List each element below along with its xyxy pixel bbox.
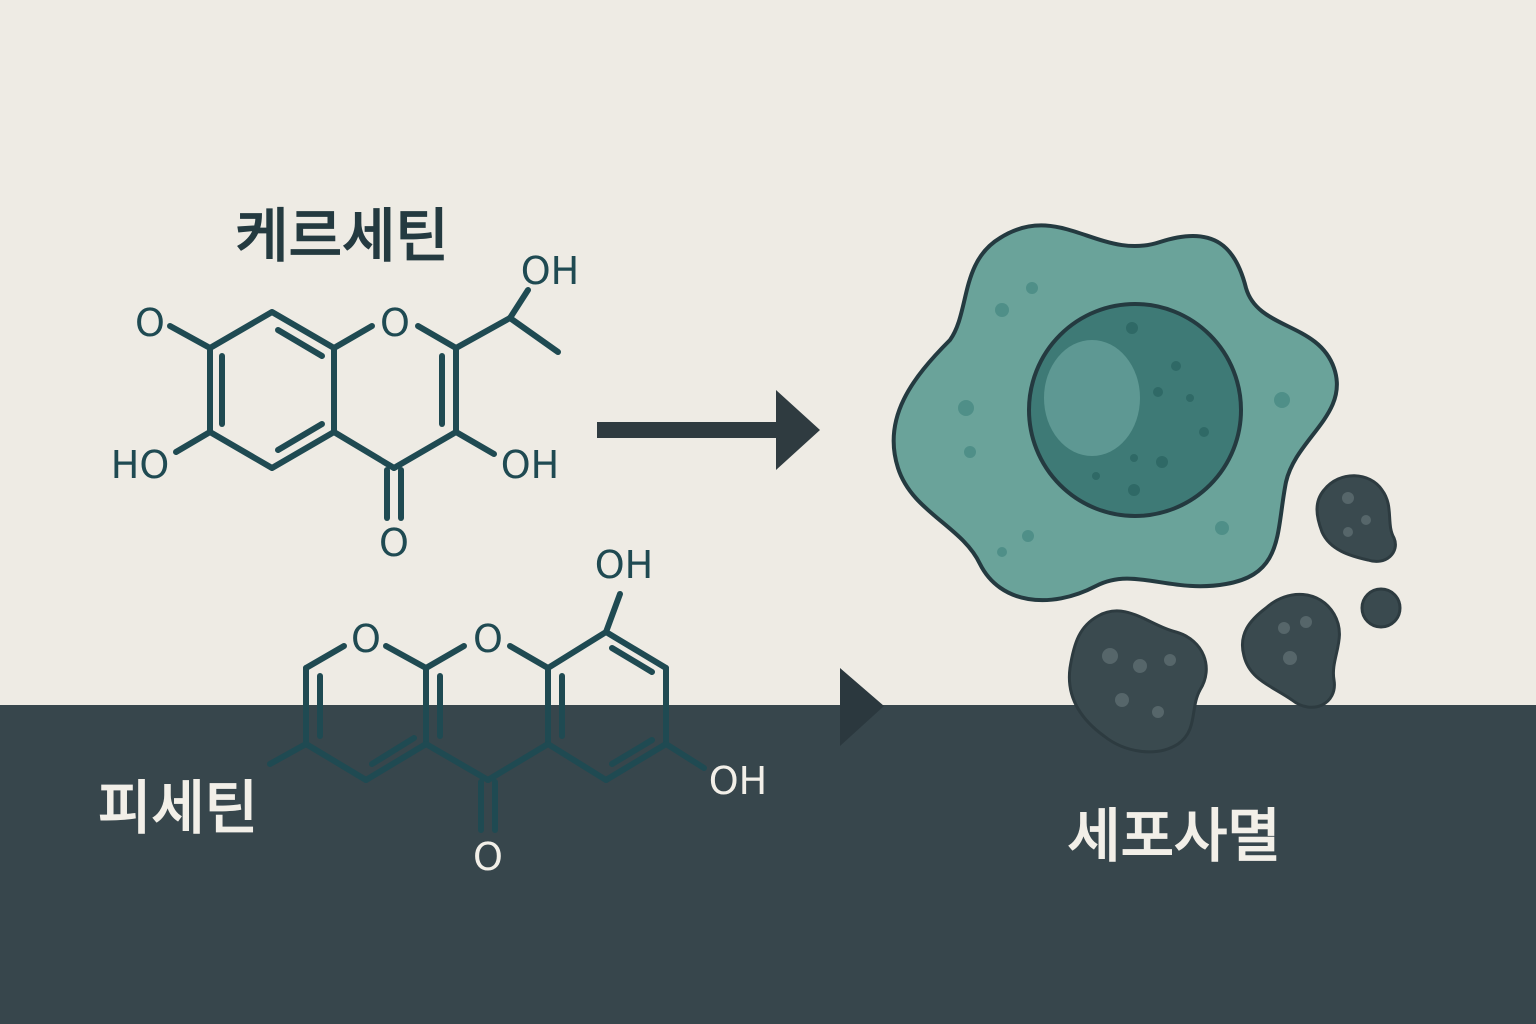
fisetin-inner-bond	[369, 735, 417, 767]
fragment-spot	[1342, 492, 1354, 504]
fisetin-bond	[423, 643, 467, 671]
apoptosis-label: 세포사멸	[1067, 802, 1280, 870]
quercetin-bond	[331, 429, 397, 471]
fragment-spot	[1283, 651, 1297, 665]
granule	[1130, 454, 1138, 462]
quercetin-bond	[415, 323, 459, 351]
fragment-spot	[1152, 706, 1164, 718]
fragment-spots	[1102, 492, 1371, 718]
granule	[964, 446, 976, 458]
granule	[1026, 282, 1038, 294]
granule	[995, 303, 1009, 317]
apoptotic-body-icon	[1067, 474, 1402, 754]
fisetin-atom-carbonyl-o: O	[473, 835, 503, 879]
fragment-spot	[1102, 648, 1118, 664]
cell-nucleolus	[1044, 340, 1140, 456]
quercetin-structure	[167, 287, 561, 521]
quercetin-bond	[331, 323, 375, 351]
granule	[1022, 530, 1034, 542]
quercetin-bond	[453, 429, 497, 457]
granule	[1128, 484, 1140, 496]
fragment-spot	[1133, 659, 1147, 673]
cell-icon	[891, 223, 1339, 603]
quercetin-bond	[507, 315, 561, 355]
fisetin-bond	[663, 741, 707, 771]
fisetin-bond	[545, 629, 609, 671]
arrow-head	[776, 390, 820, 470]
right-arrow-icon	[597, 390, 820, 470]
fisetin-bond	[603, 741, 669, 783]
quercetin-label: 케르세틴	[235, 202, 448, 270]
fisetin-bond	[545, 741, 609, 783]
fisetin-bond	[485, 741, 551, 783]
quercetin-atom-oh-top: OH	[521, 249, 579, 293]
granule	[1126, 322, 1138, 334]
granule	[958, 400, 974, 416]
cytoplasm-granules	[958, 282, 1290, 557]
fragment-small	[1315, 474, 1397, 563]
granule	[1199, 427, 1209, 437]
granule	[1092, 472, 1100, 480]
quercetin-bond	[507, 287, 531, 321]
fisetin-bond	[423, 741, 491, 783]
fisetin-bond	[507, 643, 551, 671]
fisetin-structure	[267, 591, 707, 833]
quercetin-atom-ho: HO	[111, 443, 169, 487]
nucleus-granules	[1092, 322, 1209, 496]
quercetin-atom-carbonyl-o: O	[379, 521, 409, 565]
fisetin-atom-ring-o-left: O	[351, 617, 381, 661]
fragment-spot	[1164, 654, 1176, 666]
fragment-tiny	[1360, 587, 1402, 629]
fragment-spot	[1300, 616, 1312, 628]
granule	[1171, 361, 1181, 371]
granule	[997, 547, 1007, 557]
fisetin-left-ring	[303, 643, 347, 671]
quercetin-atom-o: O	[135, 301, 165, 345]
granule	[1274, 392, 1290, 408]
granule	[1153, 387, 1163, 397]
fisetin-atom-oh-top: OH	[595, 543, 653, 587]
quercetin-bond	[173, 429, 213, 455]
fragment-spot	[1278, 622, 1290, 634]
fisetin-atom-oh-right: OH	[709, 759, 767, 803]
right-triangle-arrow-icon	[840, 668, 884, 746]
background-bottom-band	[0, 705, 1536, 1024]
fisetin-atom-labels-light: OH O	[473, 759, 767, 879]
fragment-spot	[1361, 515, 1371, 525]
fisetin-bond	[267, 741, 309, 767]
quercetin-inner-bond	[275, 421, 325, 453]
fisetin-bond	[363, 741, 429, 783]
fisetin-bond	[383, 643, 429, 671]
fragment-medium	[1241, 593, 1341, 709]
arrow-shaft	[597, 422, 783, 438]
fragment-spot	[1343, 527, 1353, 537]
fisetin-atom-labels: O O OH	[351, 543, 653, 661]
fisetin-inner-bond	[609, 645, 655, 675]
granule	[1186, 394, 1194, 402]
fisetin-bond	[603, 591, 623, 635]
fisetin-label: 피세틴	[98, 774, 258, 842]
quercetin-inner-bond	[275, 327, 325, 359]
quercetin-atom-labels: O HO O OH OH O	[111, 249, 579, 565]
granule	[1156, 456, 1168, 468]
fisetin-bond	[303, 741, 369, 783]
fisetin-inner-bond	[609, 737, 655, 767]
fisetin-bond	[603, 629, 669, 671]
fisetin-atom-ring-o-right: O	[473, 617, 503, 661]
quercetin-bond	[453, 315, 513, 351]
granule	[1215, 521, 1229, 535]
fragment-large	[1067, 609, 1208, 754]
fragment-spot	[1115, 693, 1129, 707]
quercetin-atom-oh-right: OH	[501, 443, 559, 487]
quercetin-bond	[167, 323, 213, 351]
quercetin-bond	[391, 429, 459, 471]
quercetin-atom-ring-o: O	[380, 301, 410, 345]
